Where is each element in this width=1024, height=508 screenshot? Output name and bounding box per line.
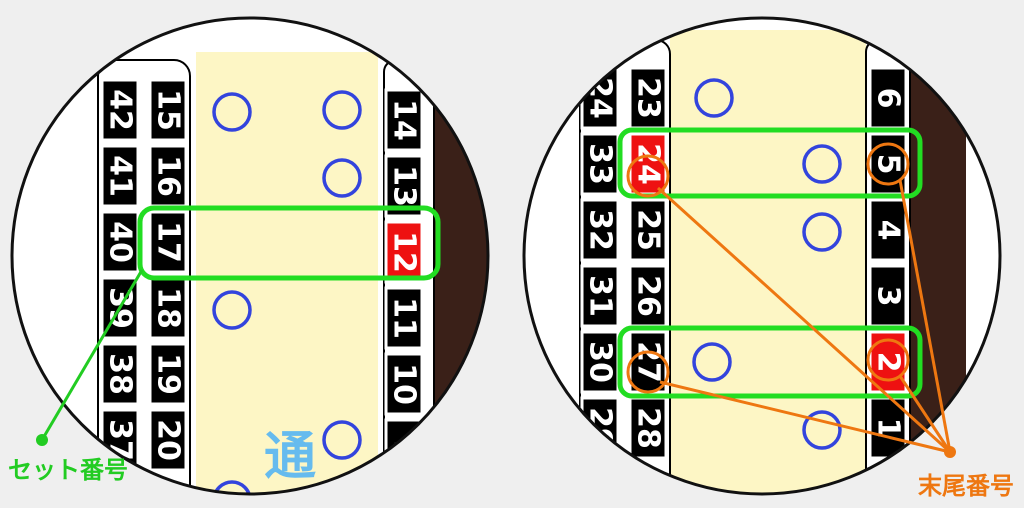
svg-text:30: 30	[583, 341, 618, 383]
svg-text:12: 12	[387, 231, 422, 273]
svg-text:27: 27	[631, 341, 666, 383]
svg-text:24: 24	[631, 143, 666, 185]
slot-number-cell: 14	[384, 88, 424, 152]
tail-number-label: 末尾番号	[918, 472, 1014, 500]
left-panel: 42414039383715161718192014131211109 通 セッ…	[8, 16, 490, 496]
slot-number-cell: 24	[628, 132, 668, 196]
right-aisle	[670, 30, 866, 494]
right-row-highlight-box-top	[617, 127, 923, 199]
slot-number-cell: 23	[628, 66, 668, 130]
tail-digit-circle	[626, 154, 670, 198]
slot-marker-circle	[322, 90, 362, 130]
svg-text:38: 38	[103, 353, 138, 395]
slot-number-cell: 6	[868, 66, 908, 130]
svg-text:6: 6	[871, 88, 906, 109]
svg-text:42: 42	[103, 89, 138, 131]
slot-marker-circle	[322, 158, 362, 198]
svg-text:9: 9	[387, 440, 422, 461]
svg-text:5: 5	[871, 154, 906, 175]
svg-text:18: 18	[151, 287, 186, 329]
svg-text:17: 17	[151, 221, 186, 263]
svg-text:25: 25	[631, 209, 666, 251]
slot-number-cell: 17	[148, 210, 188, 274]
slot-number-cell: 41	[100, 144, 140, 208]
slot-number-cell: 11	[384, 286, 424, 350]
slot-number-cell: 12	[384, 220, 424, 284]
slot-marker-circle	[802, 410, 842, 450]
svg-text:26: 26	[631, 275, 666, 317]
slot-number-cell: 28	[628, 396, 668, 460]
svg-text:33: 33	[583, 143, 618, 185]
slot-number-cell: 2	[868, 330, 908, 394]
svg-text:11: 11	[387, 297, 422, 339]
tail-digit-circle	[626, 350, 670, 394]
slot-number-cell: 25	[628, 198, 668, 262]
svg-text:32: 32	[583, 209, 618, 251]
right-circle-border	[522, 16, 1002, 496]
svg-text:1: 1	[871, 418, 906, 439]
tail-digit-circle	[866, 338, 910, 382]
slot-marker-circle	[212, 480, 252, 494]
left-wall	[434, 52, 488, 494]
slot-number-cell: 31	[580, 264, 620, 328]
svg-text:10: 10	[387, 363, 422, 405]
slot-marker-circle	[802, 144, 842, 184]
slot-number-cell: 38	[100, 342, 140, 406]
svg-text:2: 2	[871, 352, 906, 373]
set-number-label: セット番号	[8, 456, 128, 484]
svg-text:15: 15	[151, 89, 186, 131]
right-row-highlight-box-bottom	[617, 325, 923, 399]
svg-text:23: 23	[631, 77, 666, 119]
slot-number-cell: 24	[580, 66, 620, 130]
slot-number-cell: 19	[148, 342, 188, 406]
slot-marker-circle	[802, 212, 842, 252]
svg-text:41: 41	[103, 155, 138, 197]
tail-digit-circle	[866, 142, 910, 186]
svg-text:40: 40	[103, 221, 138, 263]
slot-number-cell: 10	[384, 352, 424, 416]
slot-marker-circle	[694, 78, 734, 118]
slot-marker-circle	[212, 290, 252, 330]
svg-text:3: 3	[871, 286, 906, 307]
slot-number-cell: 3	[868, 264, 908, 328]
slot-number-cell: 9	[384, 418, 424, 482]
left-callout-dot	[36, 434, 48, 446]
slot-marker-circle	[692, 342, 732, 382]
slot-number-cell: 18	[148, 276, 188, 340]
svg-text:20: 20	[151, 419, 186, 461]
slot-number-cell: 32	[580, 198, 620, 262]
svg-text:19: 19	[151, 353, 186, 395]
slot-number-cell: 40	[100, 210, 140, 274]
svg-text:28: 28	[631, 407, 666, 449]
slot-marker-circle	[212, 92, 252, 132]
left-row-highlight-box	[137, 205, 441, 281]
slot-number-cell: 29	[580, 396, 620, 460]
slot-number-cell: 4	[868, 198, 908, 262]
slot-number-cell: 20	[148, 408, 188, 472]
slot-marker-circle	[322, 420, 362, 460]
svg-text:31: 31	[583, 275, 618, 317]
slot-number-cell: 42	[100, 78, 140, 142]
slot-number-cell: 16	[148, 144, 188, 208]
slot-number-cell: 15	[148, 78, 188, 142]
left-callout-line	[40, 269, 144, 441]
slot-number-cell: 33	[580, 132, 620, 196]
right-callout-lines	[656, 179, 952, 454]
svg-text:4: 4	[871, 220, 906, 241]
aisle-label: 通	[264, 427, 316, 487]
svg-text:16: 16	[151, 155, 186, 197]
left-circle-border	[10, 16, 490, 496]
slot-number-cell: 30	[580, 330, 620, 394]
slot-number-cell: 26	[628, 264, 668, 328]
svg-text:13: 13	[387, 165, 422, 207]
svg-text:14: 14	[387, 99, 422, 141]
right-callout-dot	[944, 446, 956, 458]
